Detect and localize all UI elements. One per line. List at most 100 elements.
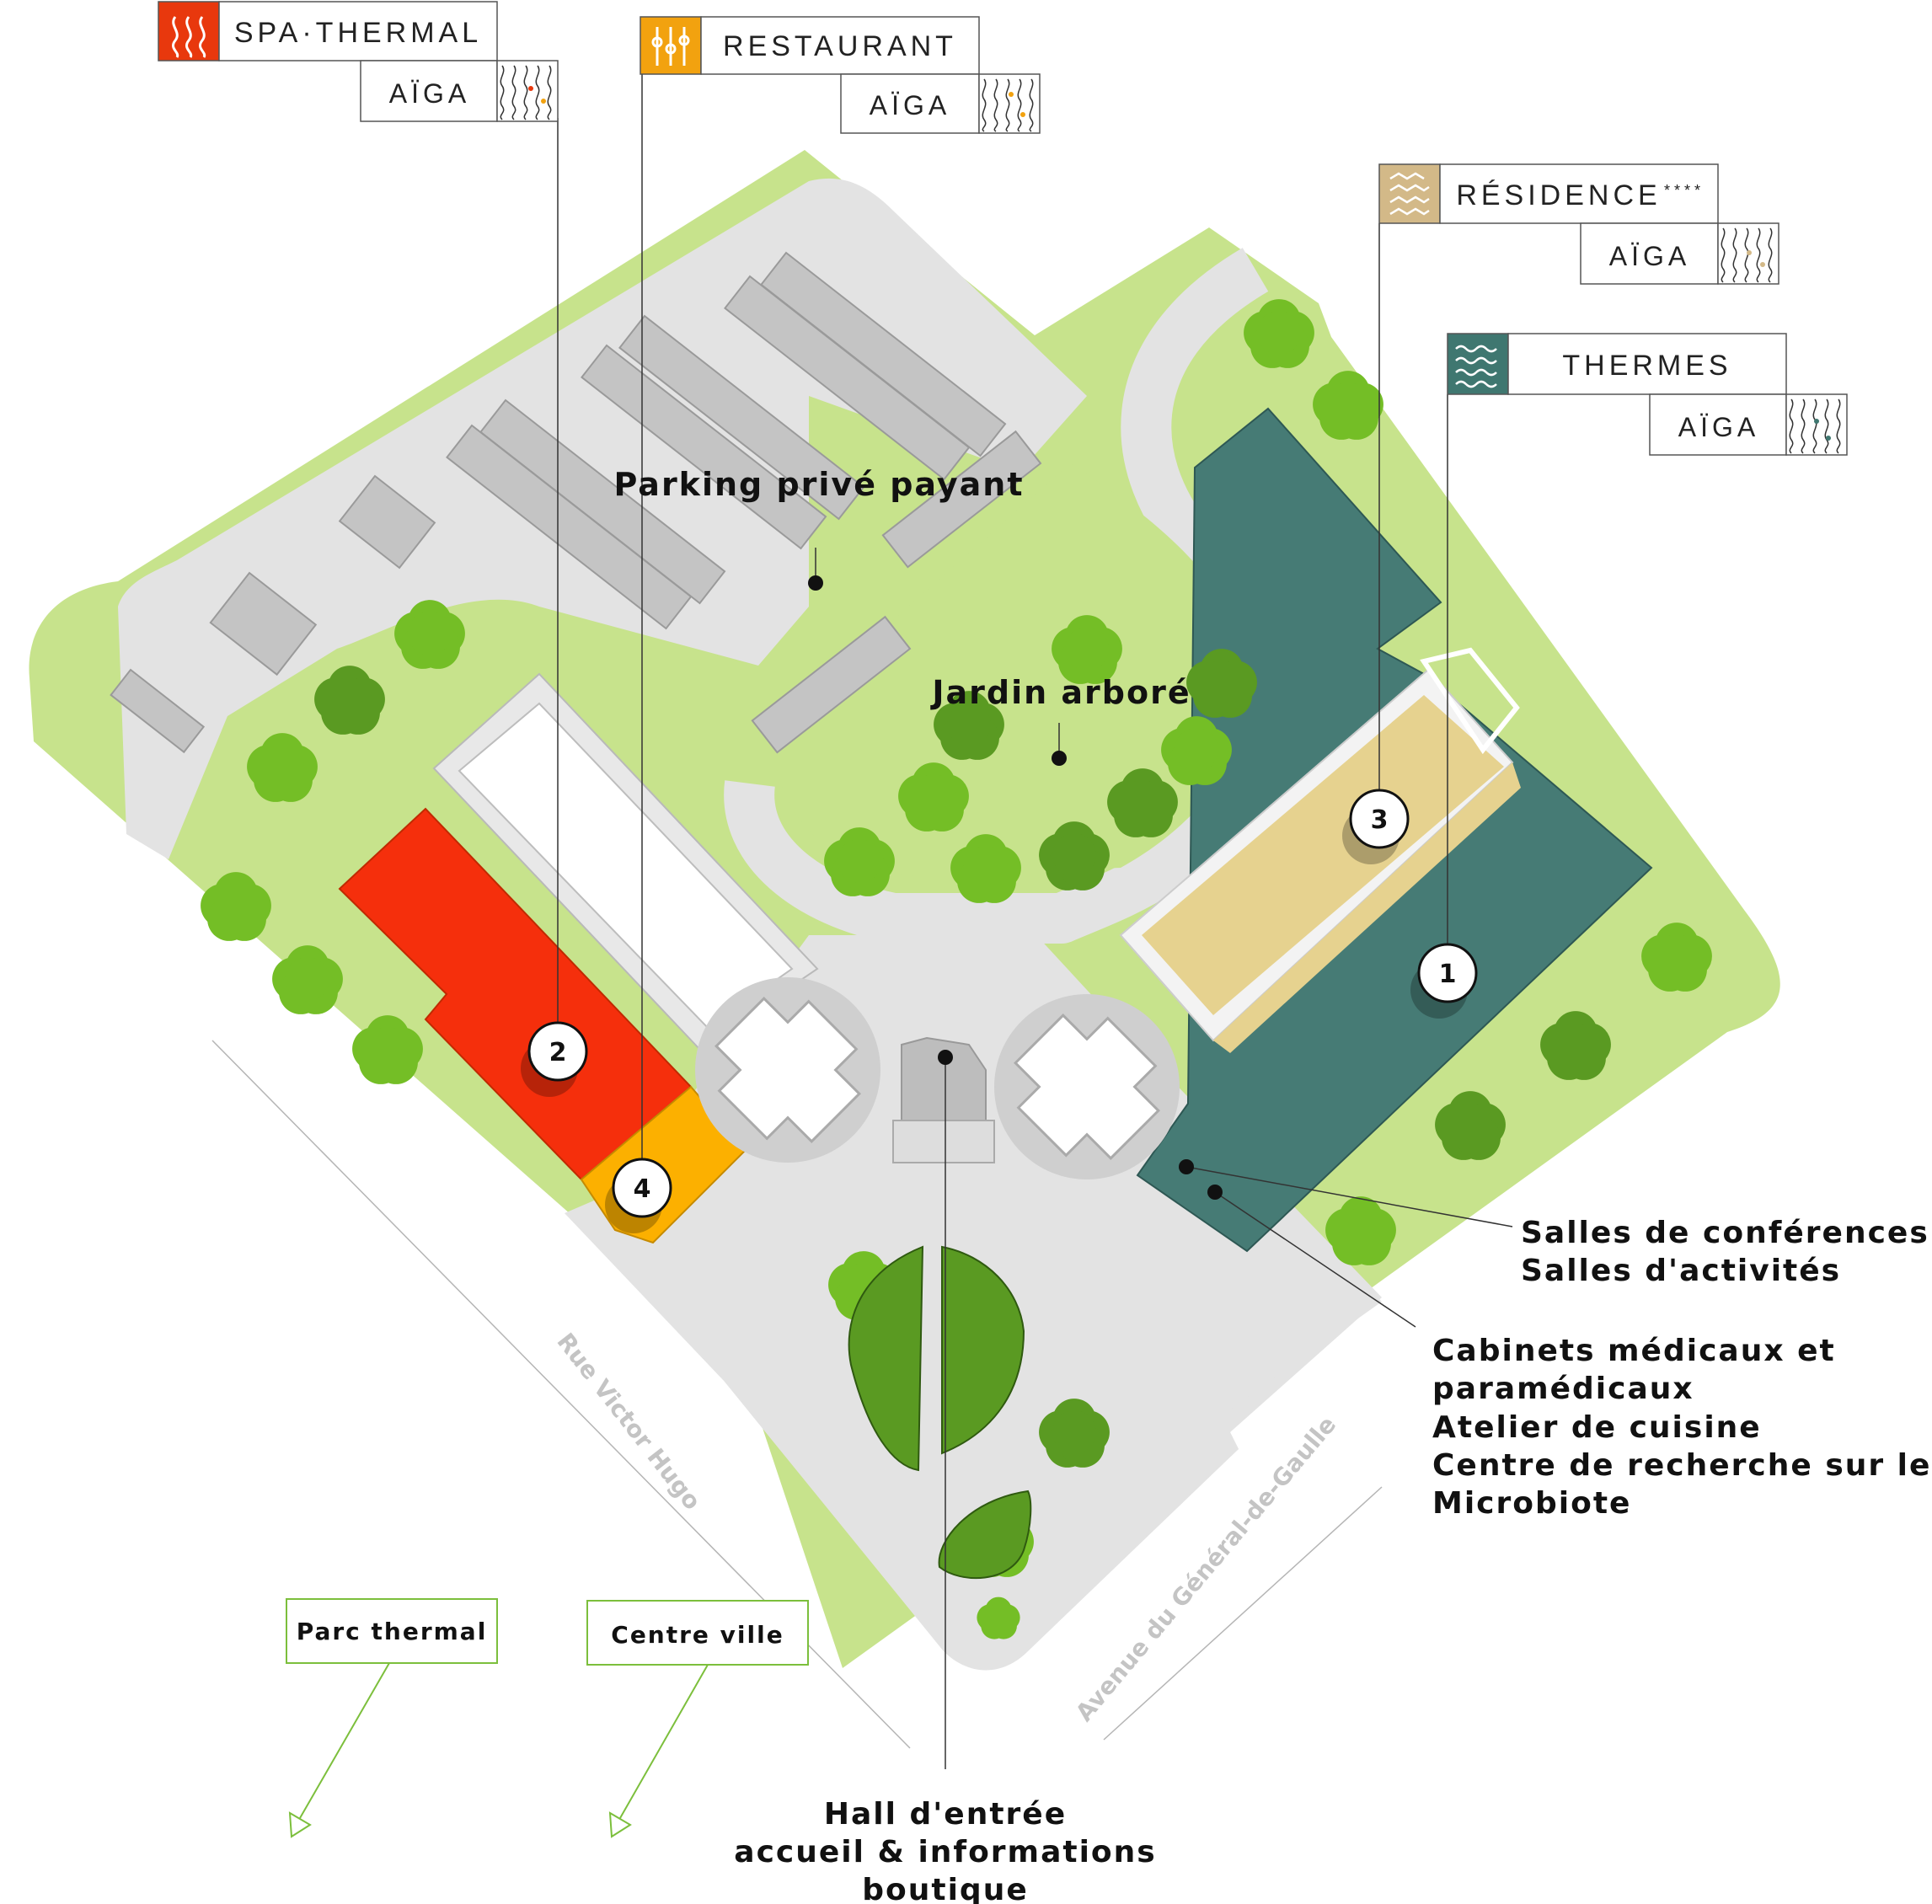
tree — [950, 834, 1021, 903]
dot-conferences — [1179, 1159, 1194, 1174]
parking-row — [446, 424, 693, 630]
marker-1[interactable]: 1 — [1410, 943, 1478, 1019]
tree — [1186, 649, 1257, 718]
tree — [1540, 1011, 1611, 1080]
tree — [1313, 371, 1383, 440]
label-hall-3: boutique — [862, 1873, 1029, 1904]
wave-lines-icon — [1721, 227, 1773, 283]
tree — [1244, 299, 1314, 368]
street-rue-victor-hugo: Rue Victor Hugo — [551, 1328, 706, 1515]
dot-parking — [808, 575, 823, 591]
direction-parc-thermal[interactable]: Parc thermal — [286, 1598, 498, 1838]
numbered-markers: 1 2 3 4 — [521, 789, 1478, 1233]
plaza-hedges — [848, 1245, 1032, 1580]
parking-row — [751, 615, 912, 754]
svg-text:RÉSIDENCE: RÉSIDENCE — [1456, 179, 1661, 211]
waves-icon — [1389, 172, 1430, 216]
sign-thermes[interactable]: THERMES AÏGA — [1447, 333, 1848, 456]
label-conferences-2: Salles d'activités — [1521, 1254, 1841, 1288]
sign-spa-thermal[interactable]: SPA·THERMAL AÏGA — [158, 1, 559, 122]
parking-spot — [209, 571, 318, 677]
map-labels: Parking privé payant Jardin arboré Salle… — [613, 466, 1931, 1904]
cutlery-icon — [651, 27, 690, 66]
label-hall-1: Hall d'entrée — [824, 1797, 1067, 1832]
tree — [1039, 821, 1110, 890]
sign-residence[interactable]: RÉSIDENCE **** AÏGA — [1378, 163, 1779, 285]
tree — [394, 600, 465, 669]
svg-text:AÏGA: AÏGA — [389, 78, 470, 109]
label-conferences-1: Salles de conférences — [1521, 1216, 1929, 1250]
svg-text:AÏGA: AÏGA — [870, 90, 950, 120]
tree — [314, 666, 385, 735]
parking-row — [724, 275, 971, 481]
arrow-down-left-icon — [608, 1811, 632, 1838]
wave-lines-icon — [982, 78, 1034, 132]
svg-text:SPA·THERMAL: SPA·THERMAL — [234, 17, 482, 49]
label-garden: Jardin arboré — [929, 674, 1191, 711]
svg-text:RESTAURANT: RESTAURANT — [723, 30, 957, 62]
label-medical-4: Centre de recherche sur le — [1432, 1448, 1931, 1483]
parking-row — [881, 430, 1042, 569]
parking-spot — [110, 668, 206, 754]
residence-extension — [1213, 762, 1521, 1053]
tree — [1325, 1196, 1396, 1265]
sign-restaurant[interactable]: RESTAURANT AÏGA — [640, 16, 1041, 134]
tree — [1039, 1399, 1110, 1468]
tree — [247, 733, 318, 802]
leader-medical — [1214, 1191, 1416, 1328]
parking-row — [581, 344, 827, 550]
leader-conferences — [1185, 1166, 1513, 1227]
svg-text:3: 3 — [1371, 805, 1389, 835]
wave-lines-icon — [1789, 398, 1841, 454]
svg-text:2: 2 — [549, 1038, 567, 1067]
svg-text:AÏGA: AÏGA — [1609, 241, 1690, 271]
tree — [1161, 716, 1232, 785]
parking-area — [110, 251, 1042, 754]
hedge-right — [941, 1245, 1025, 1455]
residence-roof-outline — [1420, 647, 1520, 755]
tree — [824, 827, 895, 896]
tree — [1052, 615, 1122, 684]
tree — [1435, 1091, 1506, 1160]
marker-4[interactable]: 4 — [605, 1158, 672, 1233]
label-hall-2: accueil & informations — [734, 1835, 1156, 1869]
sign-thermes-icon-box — [1447, 333, 1509, 395]
tree — [1107, 768, 1178, 837]
svg-text:Parc thermal: Parc thermal — [297, 1618, 488, 1645]
tree — [1641, 923, 1712, 992]
annex-building-roof — [458, 702, 794, 1030]
arrow-down-left-icon — [288, 1811, 312, 1838]
label-medical-3: Atelier de cuisine — [1432, 1410, 1762, 1445]
label-medical-5: Microbiote — [1432, 1486, 1631, 1521]
residence-roof — [1142, 695, 1504, 1015]
hedge-small — [938, 1490, 1032, 1580]
tree — [201, 872, 271, 941]
dot-garden — [1052, 751, 1067, 766]
label-parking: Parking privé payant — [613, 466, 1024, 503]
sign-residence-icon-box — [1378, 163, 1441, 224]
hall-porch — [892, 1120, 995, 1163]
buildings — [338, 407, 1653, 1253]
pavilion-right — [994, 994, 1180, 1179]
svg-text:1: 1 — [1439, 960, 1457, 989]
dot-hall — [938, 1050, 953, 1065]
parking-spot — [338, 474, 436, 570]
directions: Parc thermal Centre ville — [286, 1598, 809, 1838]
leader-lines — [557, 74, 1513, 1769]
dot-medical — [1207, 1185, 1223, 1200]
wave-lines-icon — [500, 65, 552, 120]
leader-dots — [808, 575, 1223, 1200]
svg-text:THERMES: THERMES — [1562, 350, 1731, 382]
tree — [352, 1015, 423, 1084]
tree — [898, 762, 969, 832]
direction-centre-ville[interactable]: Centre ville — [586, 1600, 809, 1838]
svg-text:4: 4 — [634, 1174, 651, 1204]
pavilion-left — [695, 977, 880, 1163]
tree — [272, 945, 343, 1014]
tree — [977, 1596, 1020, 1639]
marker-2[interactable]: 2 — [521, 1021, 588, 1097]
label-medical-1: Cabinets médicaux et — [1432, 1334, 1836, 1368]
marker-3[interactable]: 3 — [1342, 789, 1410, 864]
svg-text:Centre ville: Centre ville — [611, 1621, 784, 1649]
